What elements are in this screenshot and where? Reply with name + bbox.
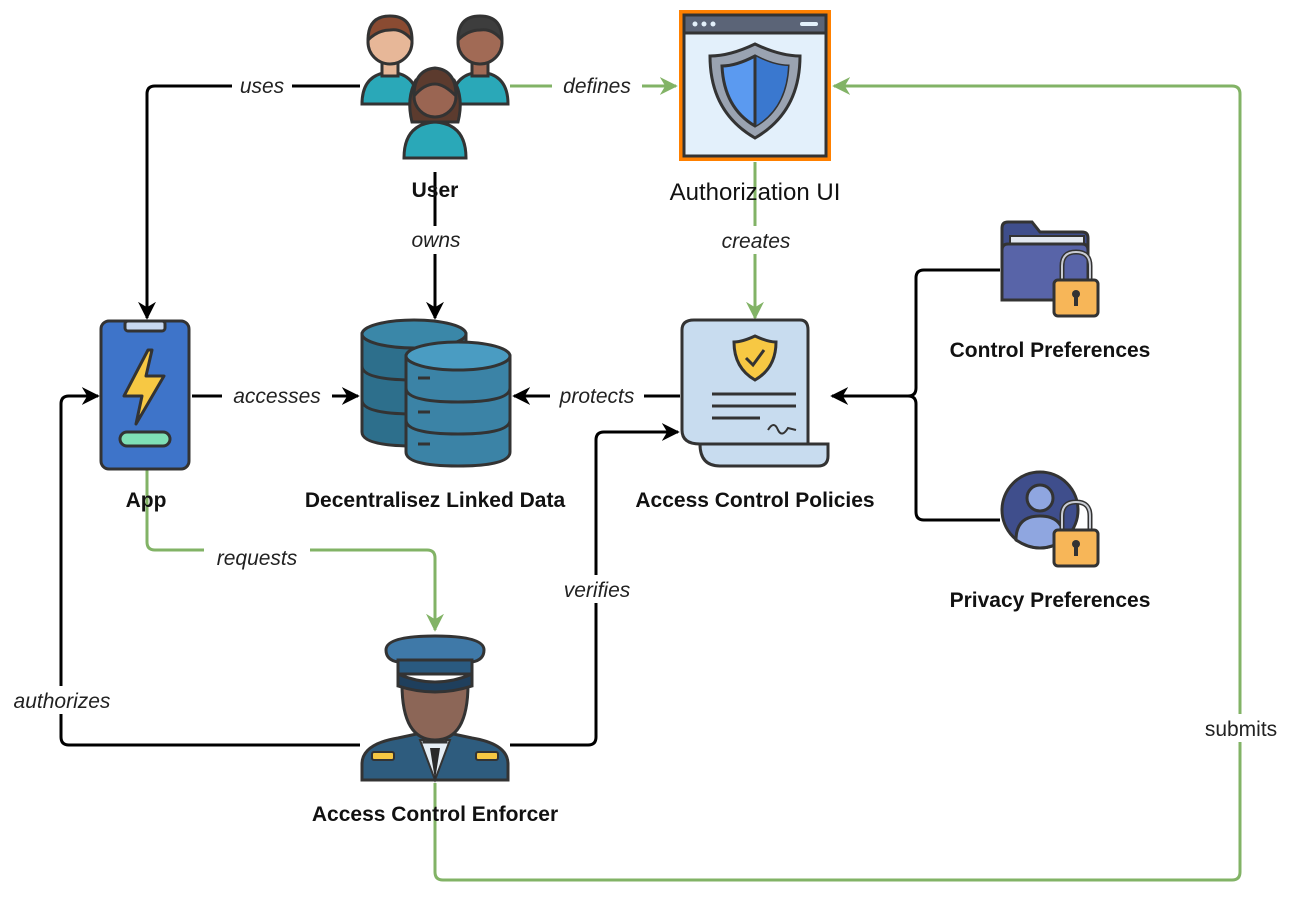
edge-submits bbox=[433, 77, 1242, 882]
edge-label-verifies: verifies bbox=[564, 579, 631, 602]
node-label-app: App bbox=[126, 489, 167, 512]
policy-document-icon bbox=[680, 318, 830, 468]
edge-label-submits: submits bbox=[1205, 718, 1277, 741]
edge-label-authorizes: authorizes bbox=[14, 690, 111, 713]
edge-authorizes bbox=[59, 387, 360, 747]
edge-uses bbox=[138, 84, 360, 320]
edge-label-owns: owns bbox=[411, 229, 461, 252]
database-icon bbox=[360, 318, 512, 468]
edge-label-defines: defines bbox=[563, 75, 631, 98]
node-label-enforcer: Access Control Enforcer bbox=[312, 803, 558, 826]
edge-privacy-preferences bbox=[907, 394, 1000, 522]
node-label-user: User bbox=[412, 179, 459, 202]
locked-user-icon bbox=[1000, 470, 1100, 568]
shield-window-icon bbox=[679, 10, 831, 161]
edge-label-creates: creates bbox=[722, 230, 791, 253]
edge-control-preferences bbox=[830, 268, 1000, 405]
node-label-privacy-preferences: Privacy Preferences bbox=[950, 589, 1151, 612]
node-label-control-preferences: Control Preferences bbox=[950, 339, 1151, 362]
edge-label-uses: uses bbox=[240, 75, 285, 98]
edge-label-requests: requests bbox=[217, 547, 298, 570]
locked-folder-icon bbox=[1000, 220, 1100, 318]
users-group-icon bbox=[360, 14, 510, 172]
edge-label-protects: protects bbox=[559, 385, 635, 408]
node-label-authorization-ui: Authorization UI bbox=[670, 179, 841, 206]
security-officer-icon bbox=[360, 634, 510, 783]
node-label-linked-data: Decentralisez Linked Data bbox=[305, 489, 566, 512]
edge-label-accesses: accesses bbox=[233, 385, 321, 408]
node-label-policies: Access Control Policies bbox=[635, 489, 874, 512]
mobile-app-lightning-icon bbox=[99, 319, 191, 471]
